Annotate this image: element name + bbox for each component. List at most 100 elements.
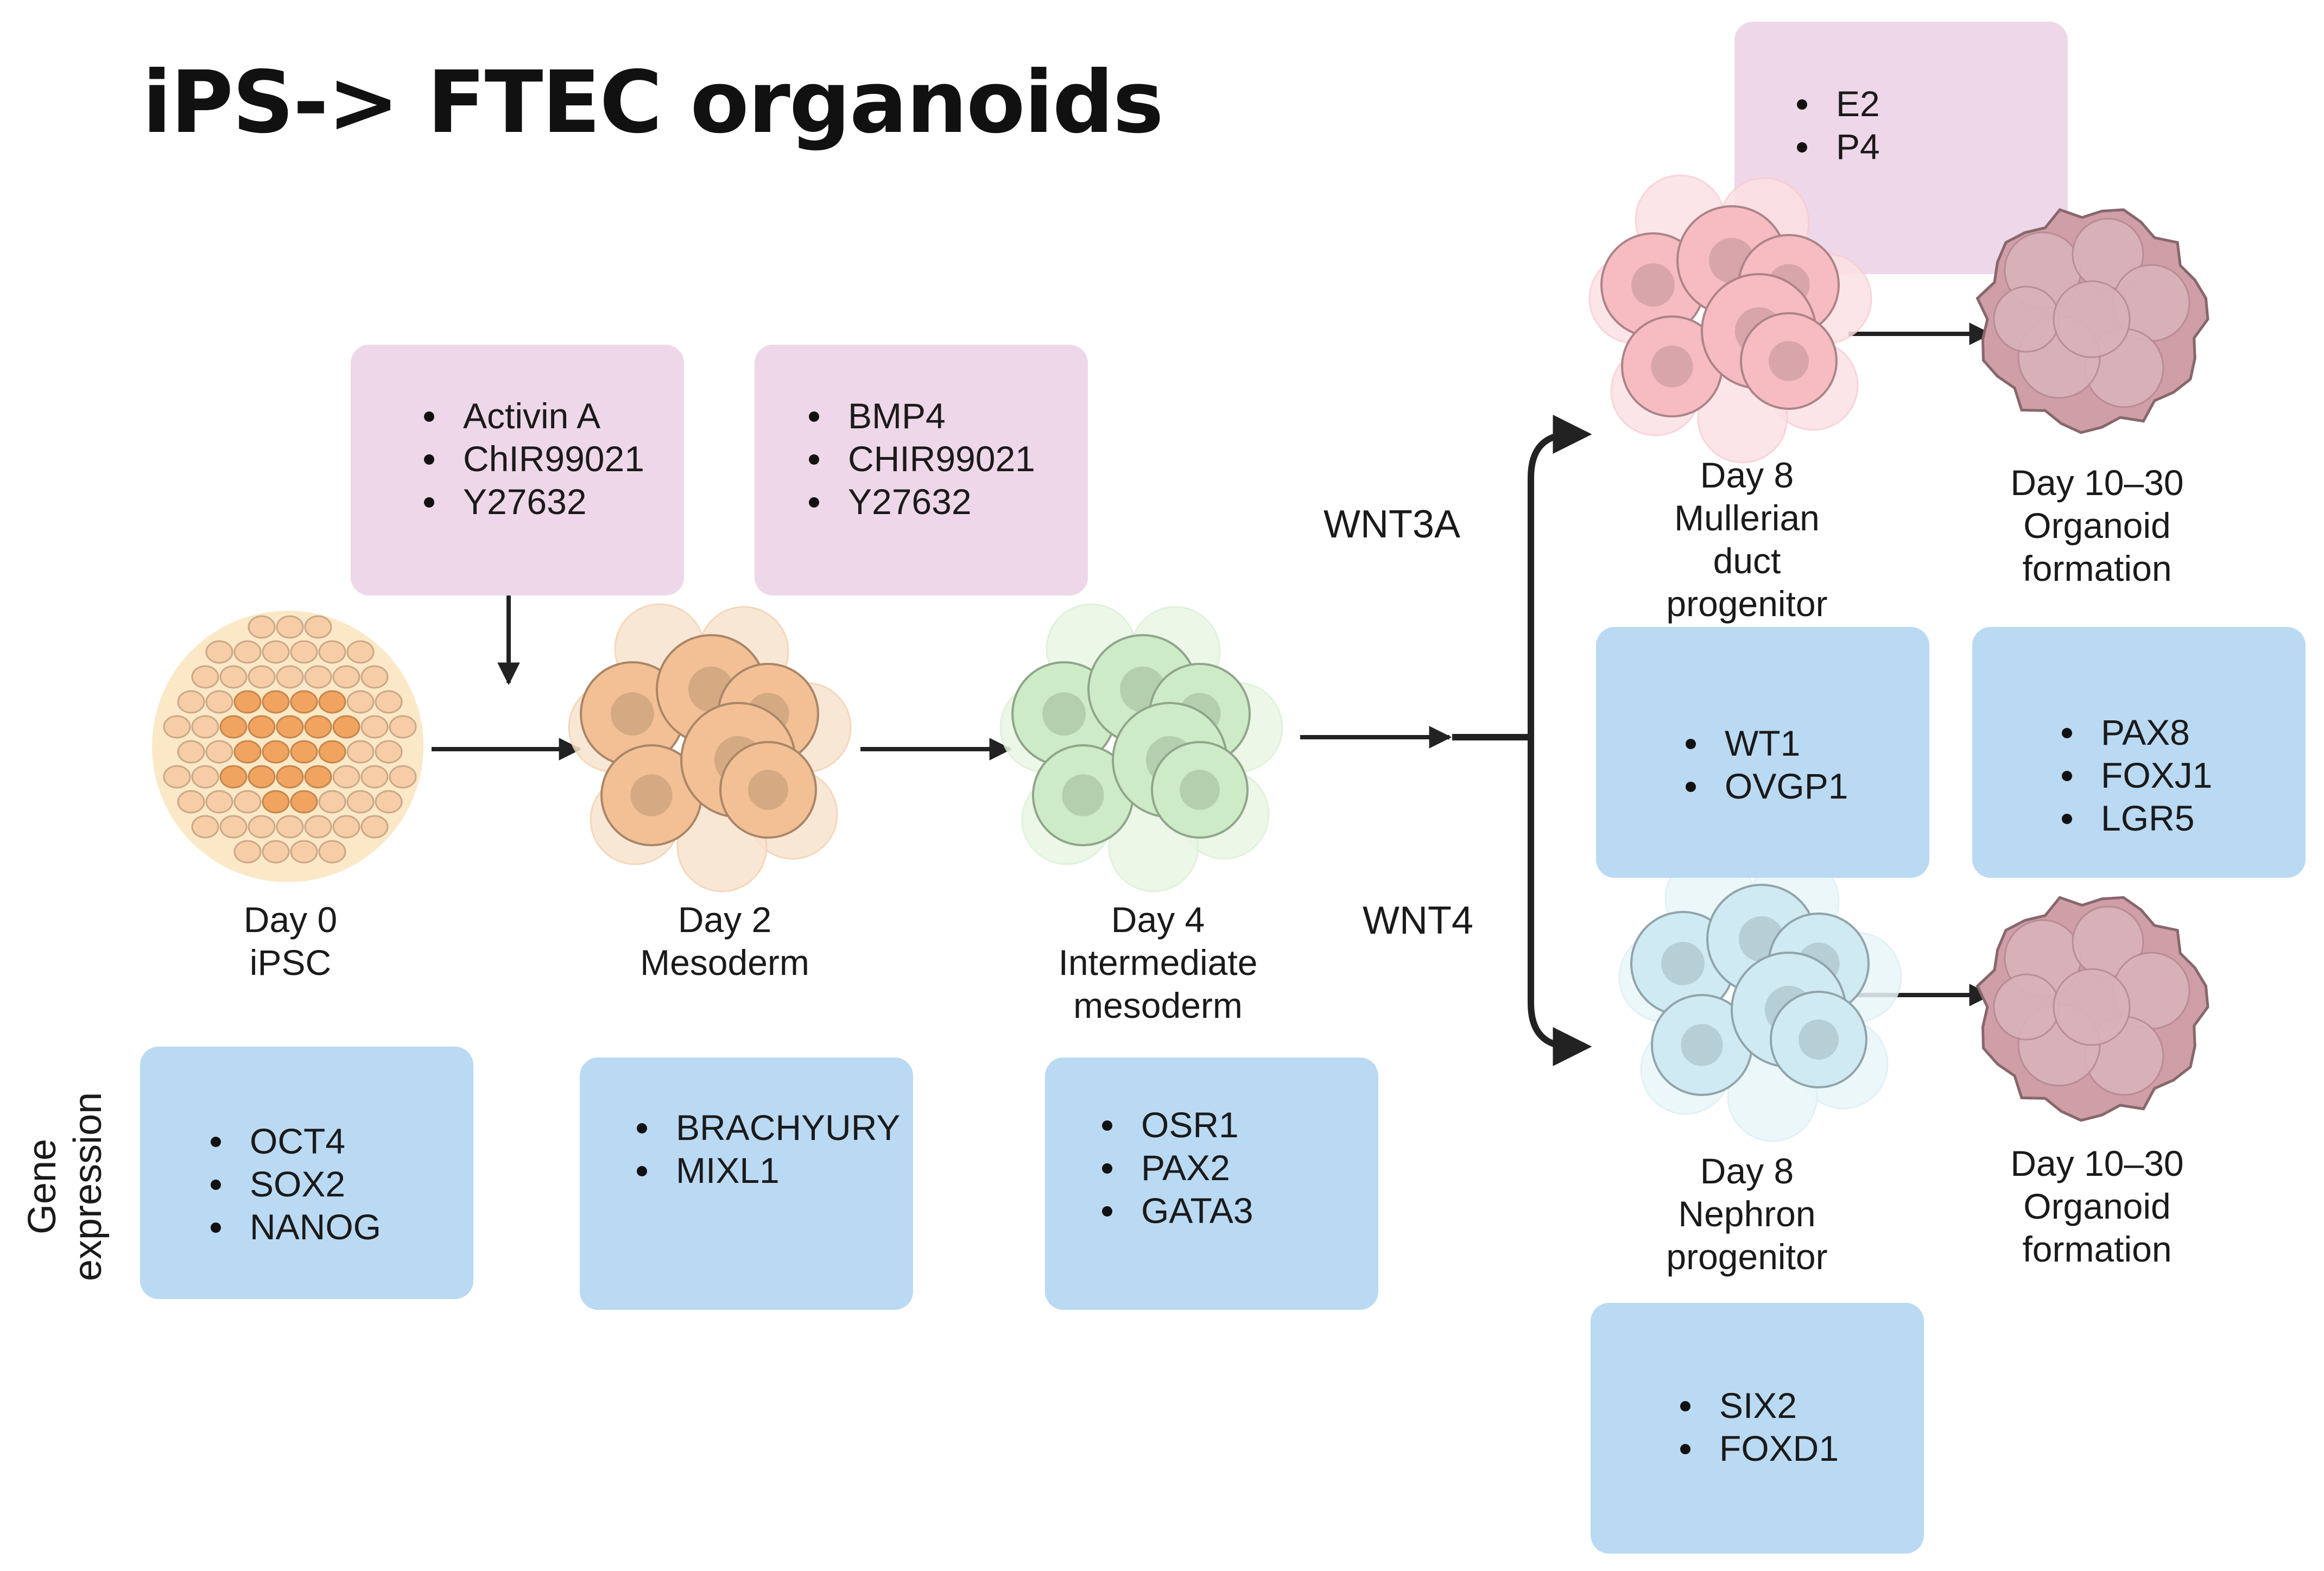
stage-label-line: duct (1713, 541, 1781, 581)
gene-item: OCT4 (211, 1120, 381, 1163)
media-list-hormones: E2 P4 (1797, 83, 1880, 168)
cell-shape (191, 765, 219, 789)
cell-shape (332, 665, 360, 689)
cell-shape (219, 665, 248, 689)
cell-shape (389, 715, 417, 739)
cell-shape (1681, 1024, 1723, 1066)
stage-label-line: iPSC (249, 942, 332, 983)
cell-shape (248, 715, 276, 739)
stage-label-day0: Day 0 iPSC (244, 898, 337, 984)
media-item: CHIR99021 (809, 438, 1035, 480)
gene-box-day2: BRACHYURY MIXL1 (580, 1057, 913, 1310)
cell-shape (1993, 973, 2060, 1041)
cell-shape (191, 715, 219, 739)
stage-label-line: Day 4 (1111, 899, 1205, 940)
branch-lower-arrow (1528, 737, 1592, 1066)
gene-box-organoid: PAX8 FOXJ1 LGR5 (1972, 627, 2306, 878)
stage-label-line: progenitor (1666, 584, 1828, 624)
gene-list-day4: OSR1 PAX2 GATA3 (1102, 1104, 1253, 1232)
ipsc-colony-icon (152, 611, 423, 882)
media-item: Y27632 (424, 480, 644, 523)
stage-label-line: mesoderm (1073, 985, 1243, 1025)
cell-shape (163, 715, 191, 739)
media-item: Activin A (424, 395, 644, 438)
gene-item: GATA3 (1102, 1189, 1253, 1232)
gene-box-mullerian: WT1 OVGP1 (1596, 627, 1929, 878)
cell-shape (262, 790, 290, 814)
media-box-stage1: Activin A ChIR99021 Y27632 (351, 345, 684, 596)
cell-shape (1062, 774, 1104, 816)
cell-shape (248, 815, 276, 839)
cell-shape (205, 640, 233, 664)
stage-label-mullerian-organoid: Day 10–30 Organoid formation (2010, 461, 2183, 590)
cell-shape (1661, 942, 1705, 985)
media-item: BMP4 (809, 395, 1035, 438)
cell-shape (233, 840, 262, 864)
cell-shape (248, 765, 276, 789)
cell-shape (276, 765, 304, 789)
cell-shape (262, 740, 290, 764)
cell-shape (1799, 1019, 1839, 1060)
cell-shape (177, 740, 205, 764)
gene-item: BRACHYURY (637, 1106, 900, 1149)
cell-shape (248, 615, 276, 639)
stage-label-line: Day 2 (677, 899, 772, 940)
branch-upper-arrow (1528, 415, 1592, 737)
cell-shape (248, 665, 276, 689)
cell-shape (290, 690, 318, 714)
gene-box-day4: OSR1 PAX2 GATA3 (1045, 1057, 1378, 1310)
cell-shape (1042, 692, 1086, 736)
gene-item: SOX2 (211, 1163, 381, 1206)
cell-shape (304, 765, 332, 789)
cell-shape (389, 765, 417, 789)
stage-label-line: Mullerian (1674, 498, 1820, 538)
cell-shape (375, 690, 403, 714)
cell-shape (318, 740, 346, 764)
stage-label-line: formation (2022, 1229, 2172, 1269)
cell-shape (375, 740, 403, 764)
media-box-hormones: E2 P4 (1734, 22, 2068, 274)
cell-shape (304, 815, 332, 839)
gene-item: LGR5 (2062, 797, 2212, 840)
gene-box-nephron: SIX2 FOXD1 (1591, 1303, 1924, 1554)
cell-shape (346, 690, 375, 714)
cell-shape (233, 740, 262, 764)
stage-label-line: Day 10–30 (2010, 463, 2184, 503)
cell-shape (304, 665, 332, 689)
cell-shape (233, 640, 262, 664)
cell-shape (191, 665, 219, 689)
gene-item: FOXD1 (1680, 1427, 1839, 1470)
cell-shape (290, 740, 318, 764)
stage-label-line: Day 8 (1700, 1151, 1794, 1191)
cell-shape (2053, 968, 2131, 1046)
cell-shape (219, 815, 248, 839)
stage-label-line: Nephron (1678, 1194, 1816, 1234)
gene-list-nephron: SIX2 FOXD1 (1680, 1384, 1839, 1470)
gene-box-day0: OCT4 SOX2 NANOG (140, 1047, 473, 1299)
stage-label-line: progenitor (1666, 1237, 1828, 1277)
gene-expression-side-label: Gene expression (20, 1092, 111, 1281)
page-title: iPS-> FTEC organoids (142, 53, 1164, 153)
stage-label-line: Organoid (2023, 1186, 2171, 1226)
cell-shape (205, 740, 233, 764)
cell-shape (1180, 770, 1220, 810)
gene-list-organoid: PAX8 FOXJ1 LGR5 (2062, 711, 2212, 840)
stage-label-nephron-organoid: Day 10–30 Organoid formation (2010, 1142, 2183, 1271)
cell-shape (290, 640, 318, 664)
cell-shape (375, 790, 403, 814)
cell-shape (318, 640, 346, 664)
stage-label-day2: Day 2 Mesoderm (640, 898, 809, 984)
organoid-icon-lower (1975, 896, 2209, 1122)
gene-list-mullerian: WT1 OVGP1 (1686, 722, 1848, 808)
side-label-line: Gene (21, 1138, 64, 1234)
stage-label-line: Organoid (2023, 505, 2171, 546)
gene-list-day2: BRACHYURY MIXL1 (637, 1106, 900, 1192)
cell-shape (346, 790, 375, 814)
cell-shape (219, 715, 248, 739)
cell-shape (360, 815, 389, 839)
gene-item: PAX2 (1102, 1146, 1253, 1189)
cell-shape (290, 840, 318, 864)
stage-label-line: Day 0 (243, 899, 338, 940)
